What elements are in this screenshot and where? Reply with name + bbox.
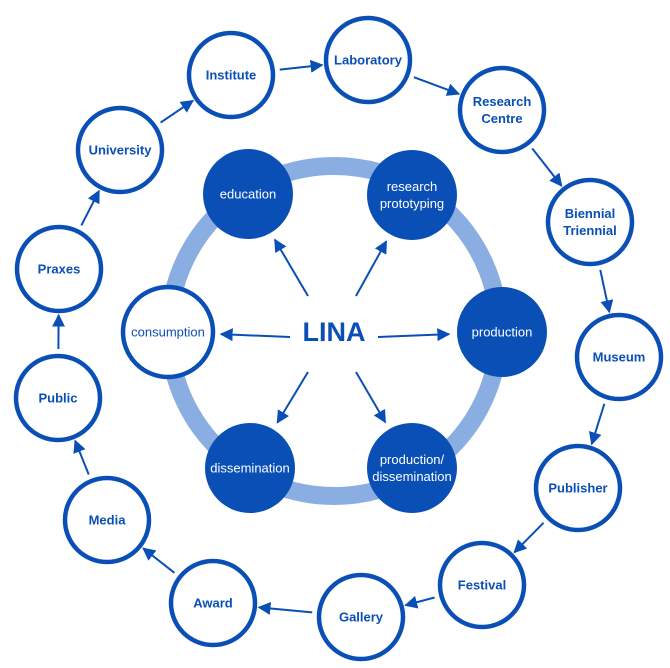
inner-node-research-prototyping-circle bbox=[367, 150, 457, 240]
node-gallery-label: Gallery bbox=[339, 610, 384, 625]
inner-node-production-circle bbox=[457, 287, 547, 377]
node-praxes-circle bbox=[14, 224, 104, 314]
node-public: Public bbox=[13, 353, 103, 443]
cycle-arrow bbox=[257, 601, 313, 615]
node-media: Media bbox=[62, 475, 152, 565]
node-award-circle bbox=[168, 558, 258, 648]
center-arrow bbox=[219, 328, 291, 342]
node-festival: Festival bbox=[437, 540, 527, 630]
node-publisher: Publisher bbox=[533, 443, 623, 533]
outer-nodes: LaboratoryResearchCentreBiennialTriennia… bbox=[13, 15, 664, 662]
center-arrows bbox=[219, 238, 451, 424]
inner-node-production: production bbox=[457, 287, 547, 377]
inner-node-research-prototyping: research prototyping bbox=[367, 150, 457, 240]
cycle-arrow bbox=[599, 269, 614, 314]
node-biennial-triennial-label: Triennial bbox=[563, 223, 616, 238]
node-festival-label: Festival bbox=[458, 578, 506, 593]
center-arrow bbox=[377, 328, 451, 342]
node-museum-circle bbox=[574, 312, 664, 402]
cycle-arrow bbox=[73, 439, 90, 475]
outer-cycle-arrows bbox=[52, 59, 614, 615]
node-laboratory-circle bbox=[323, 15, 413, 105]
inner-node-consumption: consumption bbox=[120, 284, 216, 380]
node-institute-label: Institute bbox=[206, 68, 257, 83]
node-museum-label: Museum bbox=[593, 350, 646, 365]
node-gallery: Gallery bbox=[316, 572, 406, 662]
node-media-circle bbox=[62, 475, 152, 565]
inner-node-education: education bbox=[203, 149, 293, 239]
inner-node-education-label: education bbox=[220, 187, 276, 202]
center-arrow bbox=[355, 371, 387, 424]
cycle-arrow bbox=[531, 147, 563, 187]
cycle-arrow bbox=[160, 99, 194, 124]
inner-nodes: education research prototyping production pr… bbox=[120, 149, 547, 513]
cycle-arrow bbox=[589, 403, 606, 446]
inner-node-production-label: production bbox=[472, 325, 533, 340]
node-festival-circle bbox=[437, 540, 527, 630]
center-arrow bbox=[355, 240, 388, 297]
node-publisher-circle bbox=[533, 443, 623, 533]
node-laboratory: Laboratory bbox=[323, 15, 413, 105]
node-gallery-circle bbox=[316, 572, 406, 662]
node-university-circle bbox=[75, 105, 165, 195]
cycle-arrow bbox=[404, 595, 435, 609]
node-public-label: Public bbox=[38, 391, 77, 406]
inner-node-research-prototyping-label: research bbox=[387, 179, 438, 194]
node-university-label: University bbox=[89, 143, 153, 158]
inner-node-dissemination-circle bbox=[205, 423, 295, 513]
cycle-arrow bbox=[80, 189, 100, 226]
center-arrow bbox=[276, 371, 309, 424]
cycle-arrow bbox=[279, 59, 324, 73]
inner-node-production-dissemination-label: production/ bbox=[380, 452, 445, 467]
inner-node-dissemination-label: dissemination bbox=[210, 461, 290, 476]
inner-node-education-circle bbox=[203, 149, 293, 239]
node-university: University bbox=[75, 105, 165, 195]
node-biennial-triennial-circle bbox=[545, 177, 635, 267]
node-museum: Museum bbox=[574, 312, 664, 402]
node-praxes: Praxes bbox=[14, 224, 104, 314]
node-research-centre-label: Centre bbox=[481, 111, 522, 126]
inner-node-production-dissemination-circle bbox=[367, 423, 457, 513]
inner-node-consumption-label: consumption bbox=[131, 325, 205, 340]
node-publisher-label: Publisher bbox=[548, 481, 607, 496]
node-award-label: Award bbox=[193, 596, 233, 611]
node-award: Award bbox=[168, 558, 258, 648]
inner-node-research-prototyping-label: prototyping bbox=[380, 196, 444, 211]
inner-node-production-dissemination: production/dissemination bbox=[367, 423, 457, 513]
center-arrow bbox=[274, 238, 309, 297]
cycle-arrow bbox=[142, 547, 176, 574]
node-media-label: Media bbox=[89, 513, 127, 528]
node-research-centre-label: Research bbox=[473, 94, 532, 109]
node-research-centre-circle bbox=[457, 65, 547, 155]
node-institute: Institute bbox=[186, 30, 276, 120]
cycle-arrow bbox=[513, 522, 545, 554]
node-laboratory-label: Laboratory bbox=[334, 53, 403, 68]
inner-node-consumption-circle bbox=[120, 284, 216, 380]
node-public-circle bbox=[13, 353, 103, 443]
node-biennial-triennial-label: Biennial bbox=[565, 206, 616, 221]
inner-node-production-dissemination-label: dissemination bbox=[372, 469, 452, 484]
inner-node-dissemination: dissemination bbox=[205, 423, 295, 513]
node-praxes-label: Praxes bbox=[38, 262, 81, 277]
center-title: LINA bbox=[303, 317, 366, 347]
cycle-arrow bbox=[413, 76, 461, 96]
node-institute-circle bbox=[186, 30, 276, 120]
